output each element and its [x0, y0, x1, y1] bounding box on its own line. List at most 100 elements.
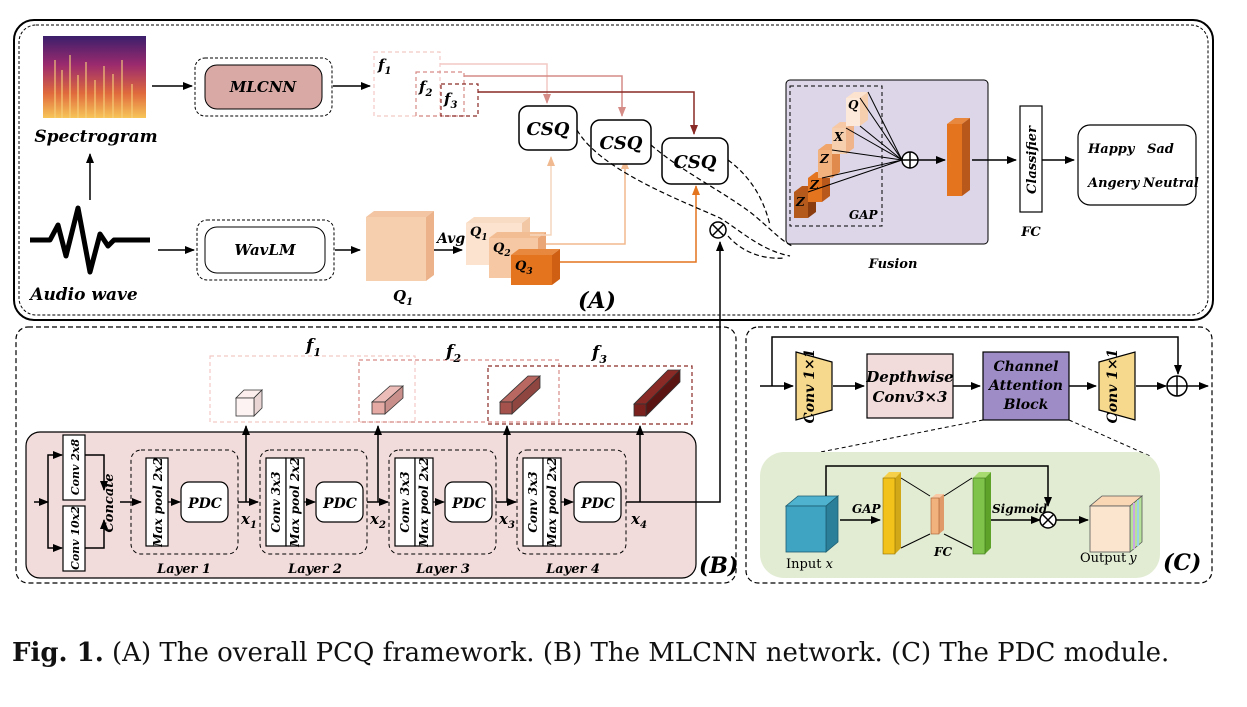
arrow-x4-to-otimes: [626, 241, 724, 503]
multiply-node: [709, 221, 727, 239]
cab-detail-region: [760, 452, 1160, 578]
figure-caption: Fig. 1. (A) The overall PCQ framework. (…: [12, 636, 1237, 670]
cab-label-1: Channel: [994, 359, 1059, 375]
panel-a: Spectrogram Audio wave MLCNN WavLM Q1 Av…: [13, 19, 1214, 321]
f2-box: [415, 71, 465, 117]
arrow-q2-to-csq2: [546, 159, 629, 245]
cab-label-2: Attention: [987, 378, 1063, 394]
feature-cube-3: [498, 375, 542, 415]
caption-text: (A) The overall PCQ framework. (B) The M…: [112, 638, 1170, 668]
stem-branch-bottom: [47, 502, 63, 552]
panel-a-tag: (A): [578, 288, 616, 314]
f3-label: f3: [443, 90, 457, 111]
fc-bar-3: [972, 472, 991, 555]
layer1-pdc-label: PDC: [187, 496, 222, 512]
fc-label: FC: [1020, 225, 1041, 240]
depthwise-conv-block: Depthwise Conv3×3: [865, 353, 954, 419]
cab-gap-label: GAP: [852, 502, 882, 516]
layer4-maxpool-label: Max pool 2x2: [545, 457, 559, 547]
wavlm-label: WavLM: [234, 241, 296, 259]
conv-2x8-label: Conv 2x8: [69, 439, 82, 496]
x1-label: x1: [240, 510, 257, 531]
panel-b-tag: (B): [699, 553, 738, 579]
csq3-to-fusion-curve: [727, 159, 771, 226]
gap-label: GAP: [849, 208, 879, 222]
csq3-label: CSQ: [673, 152, 716, 173]
csq3-block: CSQ: [661, 137, 729, 185]
conv2-label: Conv 1×1: [1105, 349, 1121, 424]
panel-b-f3-region: [487, 365, 693, 425]
output-tensor: [1088, 495, 1144, 553]
layer-3: Conv 3x3 Max pool 2x2 PDC: [388, 449, 497, 555]
layer2-conv-label: Conv 3x3: [269, 471, 283, 532]
classifier-label: Classifier: [1025, 125, 1040, 194]
layer4-label: Layer 4: [545, 562, 600, 577]
csq2-label: CSQ: [599, 133, 642, 154]
emotion-neutral: Neutral: [1142, 176, 1199, 191]
f2-label: f2: [418, 78, 432, 99]
arrow-conv-bottom-to-concat: [85, 519, 108, 549]
panel-b: f1 f2 f3 Conv 2x8: [15, 241, 738, 584]
caption-label: Fig. 1.: [12, 638, 104, 668]
residual-skip-connection: [771, 336, 1182, 386]
feature-cube-4: [633, 369, 681, 417]
layer3-conv-label: Conv 3x3: [398, 471, 412, 532]
fusion-x-label: X: [833, 130, 844, 144]
attention-skip-path: [825, 465, 1052, 507]
fc-bar-2: [930, 494, 944, 535]
panel-a-inner-border: [18, 24, 1209, 316]
emotion-angery: Angery: [1086, 176, 1141, 191]
panel-c-border: [745, 326, 1213, 584]
f1-label: f1: [377, 56, 391, 77]
concate-label: Concate: [102, 473, 117, 532]
cab-fc-label: FC: [933, 545, 953, 559]
layer2-label: Layer 2: [287, 562, 342, 577]
classifier-block: Classifier: [1019, 105, 1043, 213]
spectrogram-label: Spectrogram: [34, 127, 157, 147]
multiply-node-cab: [1039, 511, 1057, 529]
channel-attention-block: Channel Attention Block: [982, 351, 1070, 421]
qs3-label: Q3: [515, 259, 533, 277]
qs2-label: Q2: [493, 241, 511, 259]
otimes-to-fusion-curve: [727, 235, 786, 259]
layer2-maxpool-label: Max pool 2x2: [288, 457, 302, 547]
panel-c: Conv 1×1 Depthwise Conv3×3 Channel Atten…: [745, 326, 1213, 584]
panel-c-tag: (C): [1163, 550, 1201, 576]
fusion-label: Fusion: [868, 257, 918, 272]
zoom-line-right: [1068, 419, 1151, 457]
x2-label: x2: [369, 510, 386, 531]
audio-wave-label: Audio wave: [28, 285, 138, 305]
fusion-z-label-1: Z: [819, 152, 830, 166]
conv-10x2-label: Conv 10x2: [69, 506, 82, 570]
f1-box: [373, 51, 441, 117]
feature-cube-2: [370, 385, 405, 415]
conv-2x8-block: Conv 2x8: [62, 434, 86, 501]
feature-cube-1: [235, 389, 263, 417]
audio-wave-icon: [30, 205, 150, 275]
add-node-fusion: [901, 151, 919, 169]
f3-box: [440, 83, 479, 117]
layer-1: Max pool 2x2 PDC: [130, 449, 239, 555]
pcq-framework-diagram: Spectrogram Audio wave MLCNN WavLM Q1 Av…: [13, 19, 1214, 584]
arrow-q1-to-csq1: [530, 156, 555, 236]
arrow-f3-to-csq3: [478, 91, 698, 135]
input-label: Input x: [786, 557, 834, 572]
layer-4: Conv 3x3 Max pool 2x2 PDC: [516, 449, 627, 555]
panel-b-border: [15, 326, 737, 584]
panel-b-f1-label: f1: [305, 336, 321, 359]
panel-b-f2-region: [358, 359, 560, 423]
emotion-happy: Happy: [1087, 142, 1136, 157]
fusion-module: [785, 79, 989, 245]
arrow-f2-to-csq2: [464, 75, 626, 117]
arrow-f1-to-csq1: [440, 63, 551, 104]
csq1-to-fusion-curve: [576, 129, 791, 257]
fusion-z-label-3: Z: [795, 195, 806, 209]
q1-block-label: Q1: [393, 287, 413, 308]
panel-b-f2-label: f2: [445, 342, 461, 365]
panel-b-f1-region: [209, 355, 416, 423]
x4-label: x4: [630, 510, 647, 531]
panel-a-outer-border: [13, 19, 1214, 321]
x3-label: x3: [498, 510, 515, 531]
layer4-conv-label: Conv 3x3: [526, 471, 540, 532]
